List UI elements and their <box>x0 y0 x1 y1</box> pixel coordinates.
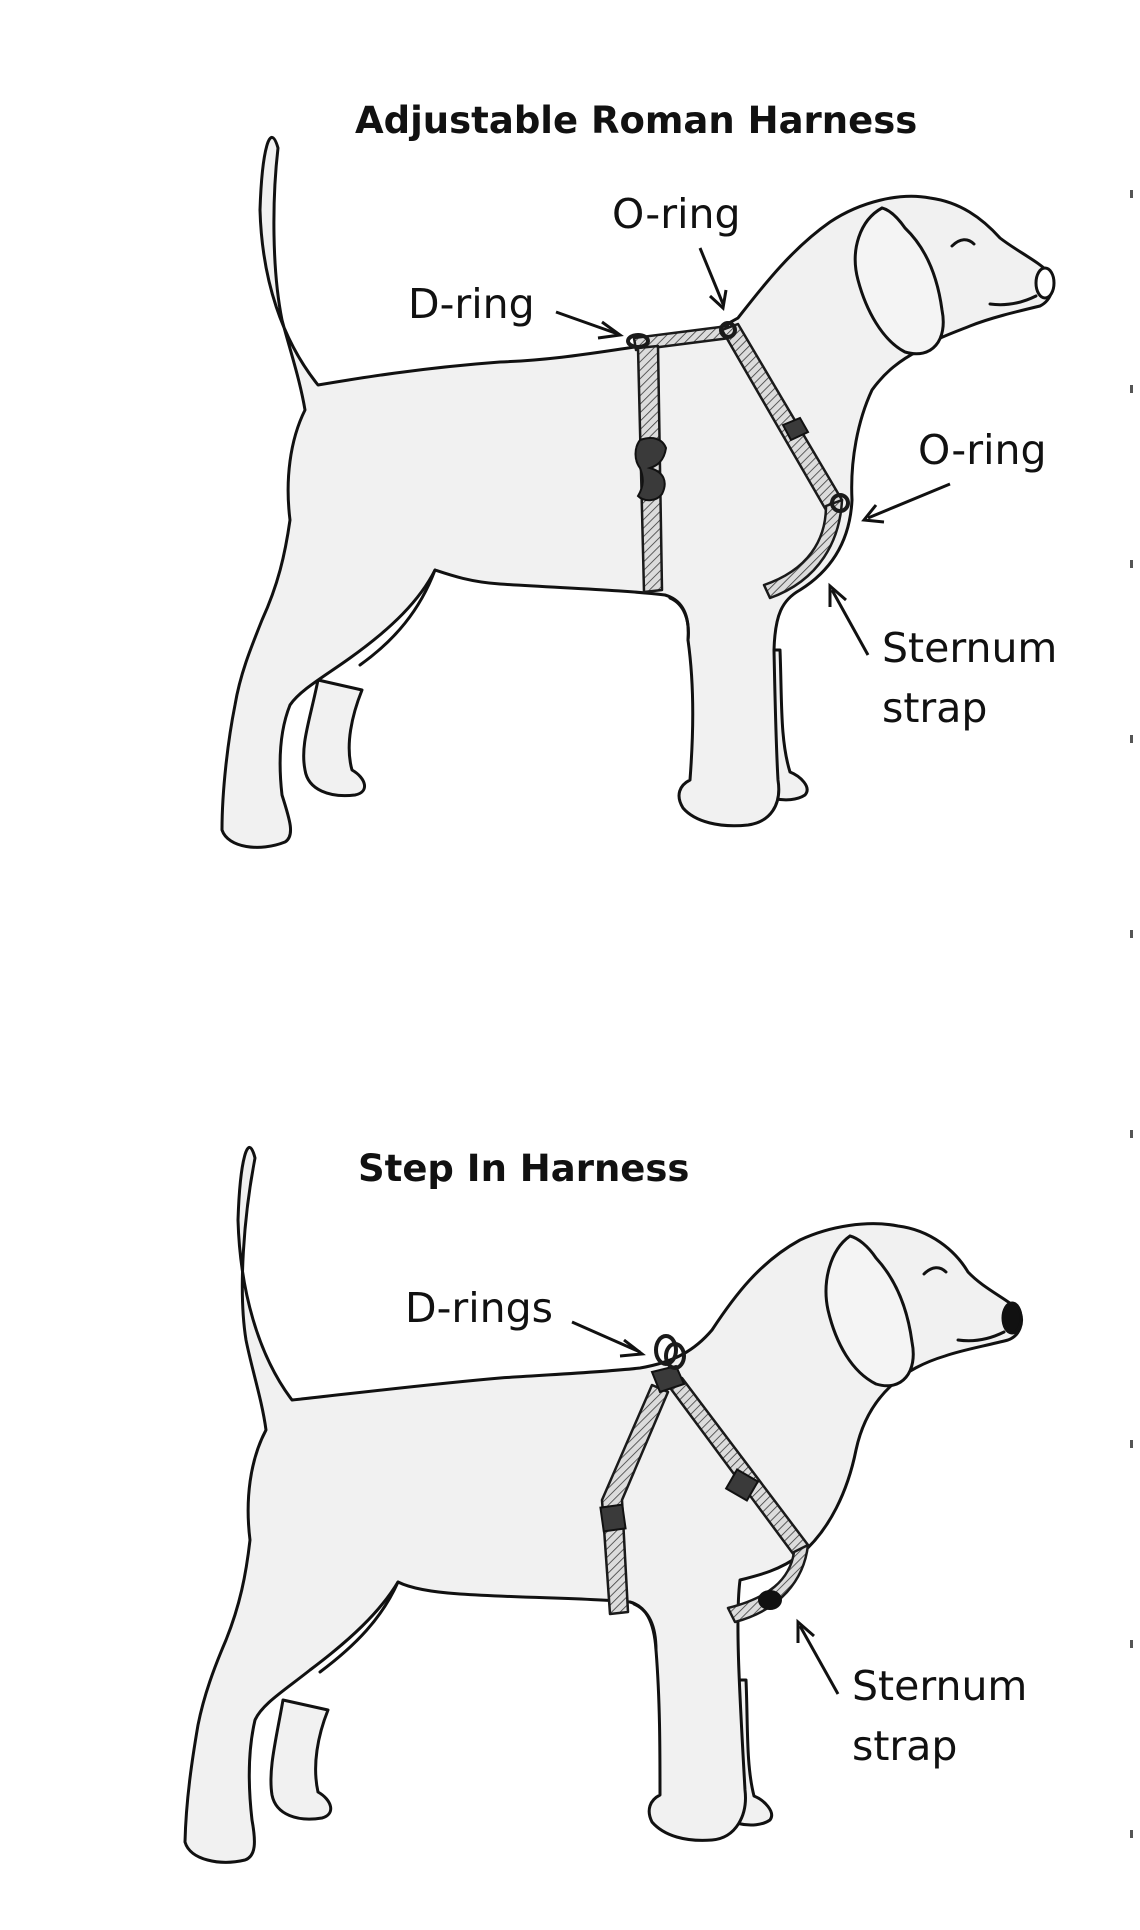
figure-top-roman-harness: Adjustable Roman Harness <box>220 99 1057 849</box>
step-top-connector <box>650 1364 686 1394</box>
far-hind-leg <box>302 678 366 798</box>
arrow-d-rings <box>571 1320 641 1354</box>
arrowhead-sternum-bottom <box>796 1618 815 1643</box>
callouts-top: O-ring D-ring O-ring Sternum strap <box>408 190 1057 732</box>
arrowhead-d-rings <box>619 1338 646 1358</box>
arrow-o-ring-top <box>698 247 725 305</box>
step-left-strap <box>600 1383 670 1616</box>
dog-mouth-top <box>988 294 1038 307</box>
label-d-ring: D-ring <box>408 280 535 328</box>
right-edge-marks <box>1130 190 1133 1838</box>
step-right-slide-buckle <box>724 1468 760 1502</box>
label-sternum-line1-top: Sternum <box>882 624 1057 672</box>
arrow-d-ring <box>555 310 619 336</box>
figure-bottom-title: Step In Harness <box>358 1147 689 1190</box>
dog-nose-bottom <box>1001 1301 1023 1335</box>
dog-eye-bottom <box>922 1266 948 1276</box>
hind-leg-line-top <box>358 568 437 667</box>
roman-slide-buckle <box>781 416 810 442</box>
hind-leg-line-bottom <box>318 1580 400 1674</box>
dog-ear-bottom <box>824 1234 915 1388</box>
figure-bottom-step-in-harness: Step In Harness <box>183 1145 1027 1864</box>
dog-mouth-bottom <box>956 1330 1006 1343</box>
dog-ear-top <box>853 206 945 356</box>
step-sternum-strap <box>726 1543 810 1624</box>
step-sternum-clip <box>758 1590 782 1610</box>
arrow-o-ring-chest <box>867 482 951 520</box>
arrowhead-d-ring <box>597 320 624 340</box>
step-left-slide-buckle <box>599 1503 627 1533</box>
dog-nose-top <box>1034 266 1056 300</box>
label-sternum-line2-top: strap <box>882 684 987 732</box>
step-d-ring-2 <box>664 1342 686 1370</box>
far-hind-leg-bottom <box>269 1698 333 1821</box>
roman-o-ring-top <box>719 321 737 339</box>
label-o-ring-chest: O-ring <box>918 426 1046 474</box>
label-d-rings: D-rings <box>405 1284 553 1332</box>
roman-harness <box>626 321 850 600</box>
roman-side-buckle <box>634 437 668 502</box>
label-sternum-line1-bottom: Sternum <box>852 1662 1027 1710</box>
front-leg-line-bottom <box>632 1602 658 1652</box>
label-sternum-line2-bottom: strap <box>852 1722 957 1770</box>
roman-d-ring <box>626 333 650 349</box>
callouts-bottom: D-rings Sternum strap <box>405 1284 1027 1770</box>
dog-eye-top <box>950 238 976 248</box>
front-leg-line-top <box>668 596 690 642</box>
dog-illustration-top <box>220 135 1056 849</box>
dog-body-top <box>220 135 1055 849</box>
arrow-sternum-bottom <box>798 1625 840 1695</box>
step-in-harness <box>599 1334 810 1624</box>
arrowhead-o-ring-chest <box>861 504 885 524</box>
arrowhead-o-ring-top <box>708 289 728 311</box>
figure-top-title: Adjustable Roman Harness <box>355 99 917 142</box>
label-o-ring-top: O-ring <box>612 190 740 238</box>
arrow-sternum-top <box>830 589 870 656</box>
roman-o-ring-chest <box>830 493 850 513</box>
arrowhead-sternum-top <box>828 582 847 607</box>
